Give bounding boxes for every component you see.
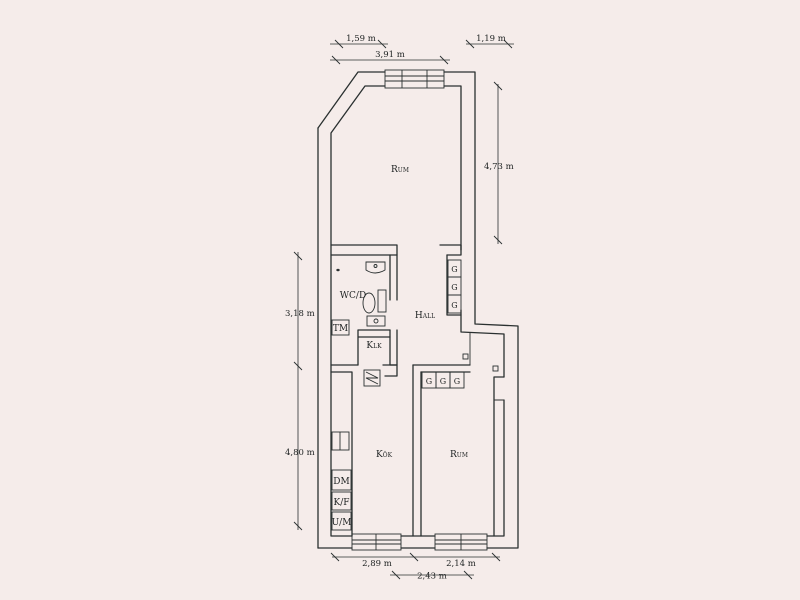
tm-box — [331, 319, 350, 336]
wc-klk-wall — [357, 329, 391, 366]
dim-tick — [503, 39, 513, 49]
dm-label: DM — [333, 477, 349, 487]
dim-tick — [391, 570, 401, 580]
room-label-wc: WC/D — [340, 291, 366, 301]
dim-label-bottom-right: 2,14 m — [446, 559, 476, 569]
kitchen-north-wall-right — [382, 364, 398, 377]
wardrobe-label: G — [454, 377, 460, 386]
bedroom-door-swing — [494, 376, 504, 401]
wc-sink-drain — [373, 264, 378, 268]
hall-vent — [462, 353, 469, 360]
kitchen-north-wall — [330, 364, 359, 537]
dim-tick — [493, 81, 503, 91]
kf-box — [331, 491, 352, 511]
toilet-bowl — [362, 292, 376, 314]
wc-basin — [366, 315, 386, 327]
kitchen-counter-upper — [331, 431, 350, 451]
toilet-tank — [377, 289, 387, 313]
wardrobe-label: G — [451, 301, 457, 310]
dm-box — [331, 469, 352, 491]
dim-tick — [293, 251, 303, 261]
wc-sink — [365, 261, 386, 274]
kitchen-bedroom-wall — [412, 364, 422, 537]
klk-cabinet-symbol — [365, 371, 379, 385]
klk-cabinet — [363, 369, 381, 387]
room-label-rum-bottom: Rum — [450, 450, 468, 460]
wardrobe-label: G — [451, 283, 457, 292]
wardrobe-label: G — [451, 265, 457, 274]
dim-tick — [465, 39, 475, 49]
dim-tick — [293, 361, 303, 371]
outer-walls — [317, 69, 519, 551]
room-label-kok: Kök — [376, 450, 393, 460]
dim-tick — [439, 55, 449, 65]
wardrobe-label: G — [426, 377, 432, 386]
bedroom-wardrobe — [449, 371, 465, 389]
dim-label-bottom-total: 2,43 m — [417, 572, 447, 582]
bedroom-east-wall — [493, 376, 505, 537]
dim-tick — [377, 39, 387, 49]
inner-wall-outline — [330, 85, 505, 537]
top-window — [384, 69, 445, 89]
wardrobe-label: G — [440, 377, 446, 386]
top-room-south-wall-right — [439, 244, 462, 256]
dim-label-left-upper: 3,18 m — [285, 309, 315, 319]
wc-east-wall — [389, 254, 398, 301]
dim-tick — [409, 552, 419, 562]
bedroom-vent — [492, 365, 499, 372]
dim-tick — [491, 552, 501, 562]
dim-tick — [331, 55, 341, 65]
room-labels: Rum WC/D Hall Klk Kök Rum — [340, 165, 468, 460]
dim-tick — [330, 552, 340, 562]
dim-label-top-right: 1,19 m — [476, 34, 506, 44]
dim-label-right-height: 4,73 m — [484, 162, 514, 172]
hall-wardrobe — [447, 294, 462, 314]
room-label-hall: Hall — [415, 311, 435, 321]
bedroom-north-wall — [412, 364, 471, 373]
outer-wall-outline — [317, 71, 519, 549]
hall-wardrobe-wall — [446, 254, 462, 316]
dim-label-top-width: 3,91 m — [375, 50, 405, 60]
dim-tick — [293, 521, 303, 531]
dim-tick — [334, 39, 344, 49]
dim-label-left-lower: 4,80 m — [285, 448, 315, 458]
dim-label-bottom-left: 2,89 m — [362, 559, 392, 569]
tm-label: TM — [333, 324, 348, 334]
bottom-left-window — [351, 533, 402, 551]
top-room-south-wall — [330, 244, 398, 256]
wc-basin-drain — [373, 318, 379, 324]
dim-label-top-left: 1,59 m — [346, 34, 376, 44]
room-label-klk: Klk — [366, 341, 382, 351]
interior-walls — [330, 244, 505, 537]
dimensions: 1,59 m 3,91 m 1,19 m 4,73 m 3,18 m 4,80 … — [285, 34, 514, 582]
fixtures: TM DM K/F U/M G G G G G G — [331, 259, 499, 531]
room-label-rum-top: Rum — [391, 165, 409, 175]
kf-label: K/F — [333, 498, 349, 508]
um-box — [331, 511, 352, 531]
wc-tap-dot — [336, 268, 340, 272]
um-label: U/M — [332, 518, 352, 528]
klk-east-wall — [389, 329, 398, 366]
dim-tick — [463, 570, 473, 580]
dim-tick — [493, 235, 503, 245]
